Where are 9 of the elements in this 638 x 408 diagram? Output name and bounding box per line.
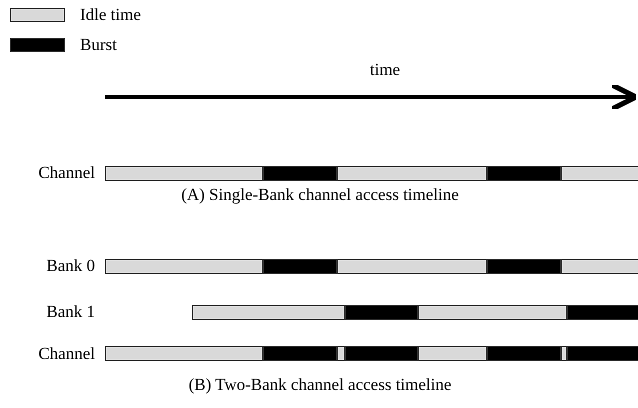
caption: (B) Two-Bank channel access timeline bbox=[188, 375, 452, 395]
row-label: Bank 1 bbox=[45, 302, 95, 322]
row-label: Channel bbox=[37, 344, 95, 364]
row-label: Channel bbox=[37, 163, 95, 183]
caption: (A) Single-Bank channel access timeline bbox=[180, 185, 460, 205]
axis-label: time bbox=[368, 60, 402, 80]
row-label: Bank 0 bbox=[45, 256, 95, 276]
legend-label: Idle time bbox=[80, 5, 141, 25]
legend-label: Burst bbox=[80, 35, 117, 55]
